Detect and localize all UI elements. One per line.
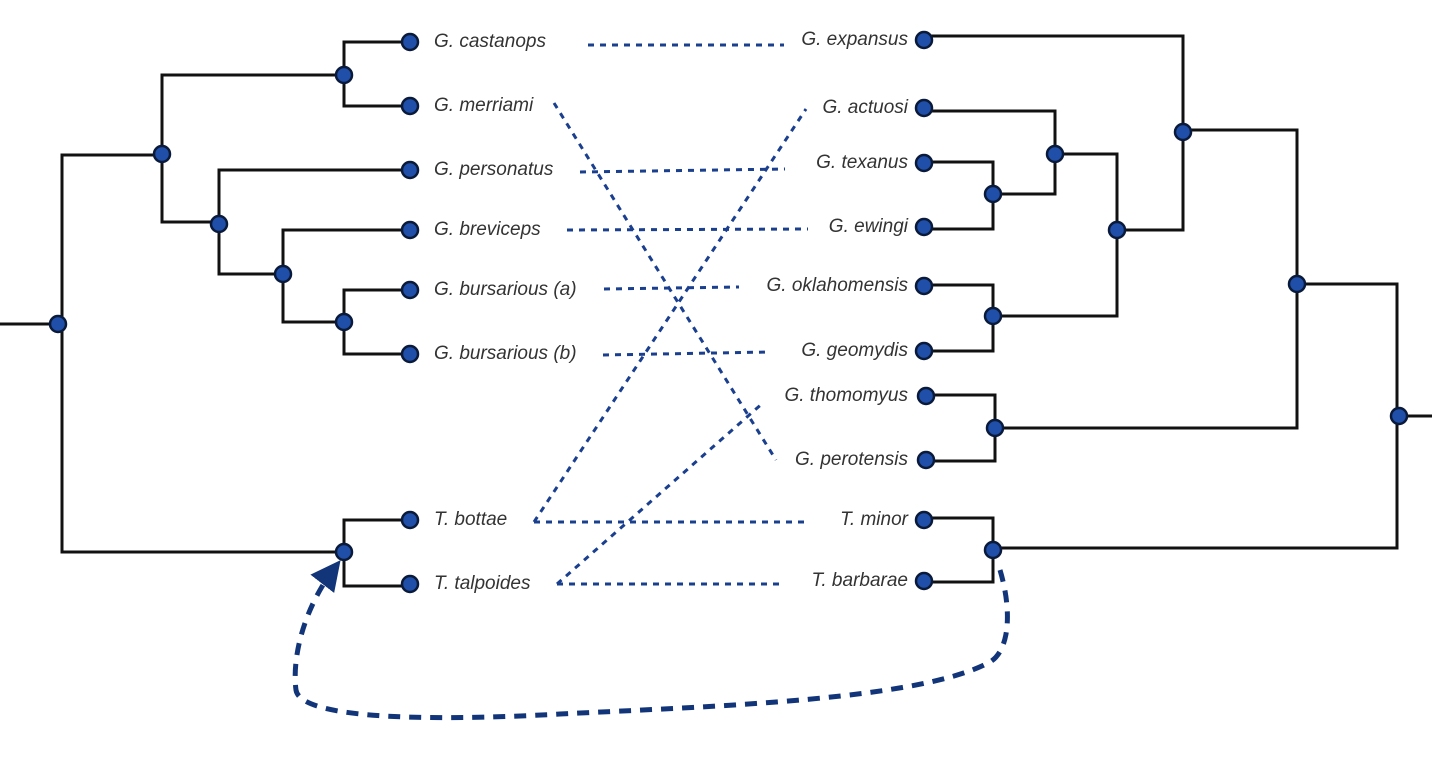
left-tip-node-g-merriami — [400, 96, 420, 116]
left-castanops-merriami-node — [334, 65, 354, 85]
internal-nodes — [48, 65, 1409, 562]
association-g-breviceps-to-g-ewingi — [566, 227, 809, 232]
association-t-bottae-to-g-actuosi — [532, 108, 808, 523]
right-tip-label-t-minor: T. minor — [840, 509, 909, 530]
left-thomomys-node — [334, 542, 354, 562]
association-t-talpoides-to-g-thomomyus — [556, 400, 765, 586]
left-tip-label-g-personatus: G. personatus — [434, 159, 554, 180]
right-tip-node-g-thomomyus — [916, 386, 936, 406]
right-tip-label-t-barbarae: T. barbarae — [812, 570, 908, 591]
left-tip-label-g-bursarious-b: G. bursarious (b) — [434, 343, 577, 364]
left-geomys-node — [152, 144, 172, 164]
right-thomomydoecus-node — [983, 540, 1003, 560]
left-tip-label-g-bursarious-a: G. bursarious (a) — [434, 279, 577, 300]
left-tip-node-g-personatus — [400, 160, 420, 180]
right-tip-node-t-minor — [914, 510, 934, 530]
right-tip-label-g-thomomyus: G. thomomyus — [784, 385, 908, 406]
right-thomomyus-node — [985, 418, 1005, 438]
right-oklahomensis-node — [983, 306, 1003, 326]
left-tip-label-t-talpoides: T. talpoides — [434, 573, 531, 594]
right-root-node — [1389, 406, 1409, 426]
tip-labels-and-nodes: G. castanops G. merriami G. personatus G. b… — [400, 29, 936, 594]
right-parasite-tree — [924, 34, 1432, 584]
right-geomydoecus-node — [1287, 274, 1307, 294]
association-g-bursarious-b-to-g-geomydis — [602, 350, 771, 357]
right-tip-node-g-texanus — [914, 153, 934, 173]
right-tip-label-g-expansus: G. expansus — [801, 29, 908, 50]
right-tip-node-g-actuosi — [914, 98, 934, 118]
left-tip-node-t-talpoides — [400, 574, 420, 594]
left-personatus-node — [209, 214, 229, 234]
left-tip-label-t-bottae: T. bottae — [434, 509, 507, 530]
right-tip-label-g-texanus: G. texanus — [816, 152, 908, 173]
right-tip-node-g-oklahomensis — [914, 276, 934, 296]
right-actuosi-node — [1045, 144, 1065, 164]
right-tip-label-g-actuosi: G. actuosi — [822, 97, 908, 118]
right-tip-node-g-ewingi — [914, 217, 934, 237]
right-tip-label-g-oklahomensis: G. oklahomensis — [766, 275, 908, 296]
host-switch-arrow — [292, 560, 1010, 721]
left-breviceps-node — [273, 264, 293, 284]
association-lines — [532, 43, 809, 586]
left-tip-node-t-bottae — [400, 510, 420, 530]
association-g-personatus-to-g-texanus — [579, 167, 786, 174]
right-texanus-node — [983, 184, 1003, 204]
right-expansus-node — [1173, 122, 1193, 142]
left-tip-node-g-castanops — [400, 32, 420, 52]
right-tip-label-g-geomydis: G. geomydis — [801, 340, 908, 361]
left-tip-node-g-bursarious-b — [400, 344, 420, 364]
right-actuosi-group-node — [1107, 220, 1127, 240]
left-tip-label-g-castanops: G. castanops — [434, 31, 546, 52]
left-host-tree — [0, 40, 412, 588]
right-tip-node-t-barbarae — [914, 571, 934, 591]
right-tip-node-g-expansus — [914, 30, 934, 50]
right-tip-node-g-perotensis — [916, 450, 936, 470]
right-tip-label-g-ewingi: G. ewingi — [829, 216, 909, 237]
left-bursarius-node — [334, 312, 354, 332]
association-g-merriami-to-g-perotensis — [552, 102, 778, 461]
association-g-bursarious-a-to-g-oklahomensis — [603, 285, 740, 291]
right-tip-label-g-perotensis: G. perotensis — [795, 449, 908, 470]
left-root-node — [48, 314, 68, 334]
left-tip-label-g-breviceps: G. breviceps — [434, 219, 541, 240]
left-tip-node-g-bursarious-a — [400, 280, 420, 300]
left-tip-node-g-breviceps — [400, 220, 420, 240]
right-tip-node-g-geomydis — [914, 341, 934, 361]
left-tip-label-g-merriami: G. merriami — [434, 95, 534, 116]
